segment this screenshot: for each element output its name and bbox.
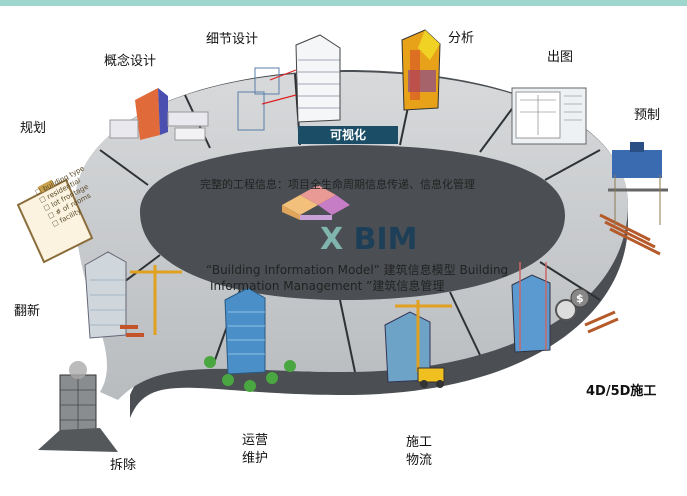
bim-description-line2: Information Management ”建筑信息管理 (210, 279, 445, 293)
ring-top (75, 72, 628, 400)
stage-label-operation-line1: 运营 (242, 433, 269, 448)
top-accent-bar (0, 0, 687, 6)
planning-clipboard-illustration (16, 178, 94, 264)
stage-label-renovation: 翻新 (14, 304, 41, 319)
stage-label-planning: 规划 (20, 121, 47, 136)
demolition-illustration (38, 361, 118, 452)
detail-design-illustration (237, 34, 341, 131)
prefab-illustration (599, 142, 668, 256)
center-info-text: 完整的工程信息：项目全生命周期信息传递、信息化管理 (200, 178, 475, 191)
stage-label-logistics-line2: 物流 (406, 453, 433, 468)
bim-logo-word: BIM (353, 222, 418, 257)
logistics-illustration (384, 300, 452, 388)
stage-label-detail-design: 细节设计 (206, 32, 259, 47)
stage-label-concept-design: 概念设计 (104, 54, 157, 69)
analysis-illustration (401, 29, 441, 111)
stage-label-drawing: 出图 (547, 50, 574, 65)
drawing-output-illustration (511, 87, 587, 145)
center-logo-mark (282, 185, 350, 220)
stage-label-operation-line2: 维护 (242, 451, 269, 466)
construction-4d5d-illustration: $ (511, 262, 619, 353)
stage-label-demolition: 拆除 (110, 458, 137, 473)
stage-label-logistics: 施工 物流 (406, 434, 432, 470)
svg-text:$: $ (576, 292, 584, 305)
concept-building-illustration (109, 88, 209, 141)
visualization-tab: 可视化 (298, 126, 398, 144)
bim-description-line1: “Building Information Model” 建筑信息模型 Buil… (206, 263, 509, 277)
bim-logo-prefix: X (320, 222, 344, 257)
renovation-illustration (84, 251, 182, 339)
stage-label-logistics-line1: 施工 (406, 435, 433, 450)
stage-label-prefab: 预制 (634, 108, 661, 123)
bim-logo: X BIM (320, 222, 417, 257)
bim-description: “Building Information Model” 建筑信息模型 Buil… (206, 262, 536, 294)
stage-label-construction-4d5d: 4D/5D施工 (586, 384, 657, 399)
stage-label-operation: 运营 维护 (242, 432, 268, 468)
stage-label-analysis: 分析 (448, 31, 475, 46)
operation-illustration (204, 287, 296, 392)
